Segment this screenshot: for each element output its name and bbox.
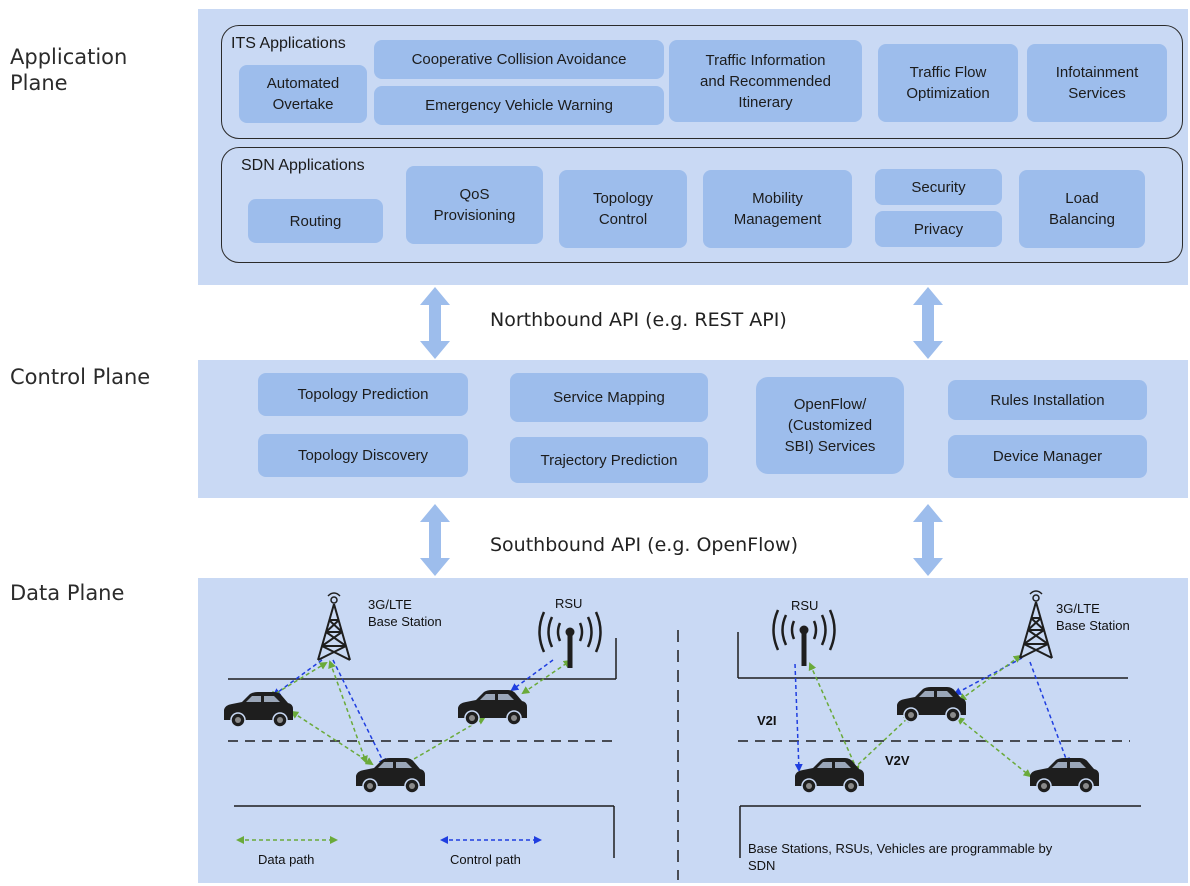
right-base-station-tower-icon (1019, 590, 1053, 659)
legend-control-path-label: Control path (450, 852, 521, 867)
southbound-left-double-arrow-icon (420, 504, 450, 576)
programmable-note: Base Stations, RSUs, Vehicles are progra… (748, 841, 1053, 873)
its-app-emergency-warning[interactable]: Emergency Vehicle Warning (374, 86, 664, 125)
control-trajectory-prediction[interactable]: Trajectory Prediction (510, 437, 708, 483)
its-app-collision-avoidance[interactable]: Cooperative Collision Avoidance (374, 40, 664, 79)
sdn-applications-title: SDN Applications (241, 157, 365, 174)
right-rsu-label: RSU (791, 598, 819, 613)
its-app-infotainment[interactable]: Infotainment Services (1027, 44, 1167, 122)
northbound-api-label: Northbound API (e.g. REST API) (490, 309, 787, 331)
sdn-app-privacy[interactable]: Privacy (875, 211, 1002, 247)
its-app-traffic-information[interactable]: Traffic Information and Recommended Itin… (669, 40, 862, 122)
car-icon (896, 686, 967, 723)
southbound-right-double-arrow-icon (913, 504, 943, 576)
right-road (737, 632, 1141, 858)
left-rsu-label: RSU (555, 596, 583, 611)
sdn-app-security[interactable]: Security (875, 169, 1002, 205)
control-plane-label: Control Plane (10, 365, 151, 389)
sdn-app-qos[interactable]: QoS Provisioning (406, 166, 543, 244)
v2i-label: V2I (757, 713, 777, 728)
its-app-automated-overtake[interactable]: Automated Overtake (239, 65, 367, 123)
northbound-right-double-arrow-icon (913, 287, 943, 359)
southbound-api-label: Southbound API (e.g. OpenFlow) (490, 534, 798, 556)
legend-data-path-label: Data path (258, 852, 315, 867)
left-road (228, 638, 617, 858)
sdn-app-topology-control[interactable]: Topology Control (559, 170, 687, 248)
car-icon (1029, 757, 1100, 794)
control-topology-discovery[interactable]: Topology Discovery (258, 434, 468, 477)
northbound-left-double-arrow-icon (420, 287, 450, 359)
control-service-mapping[interactable]: Service Mapping (510, 373, 708, 422)
v2v-label: V2V (885, 753, 910, 768)
left-base-station-label: 3G/LTE Base Station (368, 597, 442, 629)
left-rsu-antenna-icon (538, 610, 602, 670)
car-icon (355, 757, 426, 794)
control-topology-prediction[interactable]: Topology Prediction (258, 373, 468, 416)
sdn-app-load-balancing[interactable]: Load Balancing (1019, 170, 1145, 248)
right-base-station-label: 3G/LTE Base Station (1056, 601, 1130, 633)
its-applications-title: ITS Applications (231, 35, 346, 52)
left-base-station-tower-icon (317, 592, 351, 661)
sdn-app-mobility[interactable]: Mobility Management (703, 170, 852, 248)
application-plane-label: Application Plane (10, 45, 128, 95)
car-icon (457, 689, 528, 726)
car-icon (794, 757, 865, 794)
car-icon (223, 691, 294, 728)
control-rules-installation[interactable]: Rules Installation (948, 380, 1147, 420)
its-app-traffic-flow[interactable]: Traffic Flow Optimization (878, 44, 1018, 122)
control-openflow-services[interactable]: OpenFlow/ (Customized SBI) Services (756, 377, 904, 474)
control-device-manager[interactable]: Device Manager (948, 435, 1147, 478)
right-rsu-antenna-icon (772, 608, 836, 668)
data-plane-label: Data Plane (10, 581, 125, 605)
sdn-app-routing[interactable]: Routing (248, 199, 383, 243)
